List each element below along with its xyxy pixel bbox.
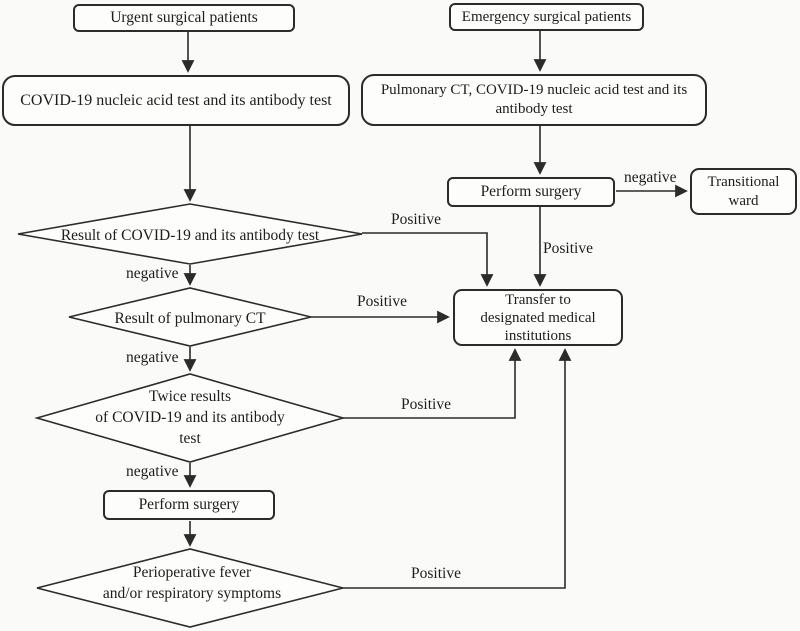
- edge-perioperative-positive-to-transfer: [343, 348, 572, 589]
- perioperative-line: and/or respiratory symptoms: [102, 585, 282, 602]
- pulmonary-test-line: antibody test: [495, 101, 573, 117]
- perform-surgery-top-label: Perform surgery: [480, 183, 582, 200]
- edge-label-negative-twice: negative: [126, 463, 179, 480]
- perform-surgery-bottom-label: Perform surgery: [138, 496, 240, 513]
- decision-result-covid-label: Result of COVID-19 and its antibody test: [60, 227, 320, 244]
- edge-twice-positive-to-transfer: [343, 348, 522, 419]
- edge-label-positive-twice: Positive: [401, 396, 451, 413]
- covid-test-label: COVID-19 nucleic acid test and its antib…: [20, 91, 332, 109]
- pulmonary-test-line: Pulmonary CT, COVID-19 nucleic acid test…: [380, 82, 688, 98]
- edge-label-positive-perioperative: Positive: [411, 565, 461, 582]
- edge-label-positive-result: Positive: [391, 211, 441, 228]
- urgent-patients-box: Urgent surgical patients: [73, 4, 295, 32]
- covid-test-box: COVID-19 nucleic acid test and its antib…: [2, 75, 350, 126]
- urgent-patients-label: Urgent surgical patients: [110, 9, 258, 26]
- twice-results-line: Twice results: [149, 388, 231, 405]
- emergency-patients-box: Emergency surgical patients: [449, 3, 644, 31]
- edge-label-negative-result: negative: [126, 265, 179, 282]
- perform-surgery-top-box: Perform surgery: [447, 177, 615, 207]
- transfer-line: Transfer to: [505, 291, 571, 308]
- perioperative-line: Perioperative fever: [132, 564, 252, 581]
- twice-results-line: test: [179, 430, 201, 447]
- decision-perioperative: [36, 548, 344, 628]
- transitional-ward-box: Transitional ward: [690, 168, 797, 215]
- edge-label-negative-ct: negative: [126, 349, 179, 366]
- edge-label-negative-surgery: negative: [624, 169, 677, 186]
- edge-label-positive-ct: Positive: [357, 293, 407, 310]
- decision-twice-results-label: Twice results of COVID-19 and its antibo…: [55, 386, 325, 449]
- pulmonary-test-box: Pulmonary CT, COVID-19 nucleic acid test…: [361, 74, 707, 126]
- transfer-line: designated medical: [480, 309, 596, 326]
- decision-result-ct-label: Result of pulmonary CT: [114, 310, 266, 327]
- transfer-box: Transfer to designated medical instituti…: [453, 289, 623, 346]
- decision-twice-results: [34, 373, 346, 463]
- transitional-ward-line: Transitional: [707, 173, 780, 190]
- edge-label-positive-surgery: Positive: [543, 240, 593, 257]
- edge-result-positive-to-transfer: [362, 232, 494, 287]
- transitional-ward-line: ward: [728, 192, 759, 209]
- decision-result-covid: [17, 203, 363, 265]
- perform-surgery-bottom-box: Perform surgery: [103, 490, 275, 520]
- twice-results-line: of COVID-19 and its antibody: [95, 409, 285, 426]
- decision-result-ct: [68, 287, 312, 347]
- decision-perioperative-label: Perioperative fever and/or respiratory s…: [58, 562, 326, 604]
- transfer-line: institutions: [504, 327, 572, 344]
- emergency-patients-label: Emergency surgical patients: [461, 9, 632, 25]
